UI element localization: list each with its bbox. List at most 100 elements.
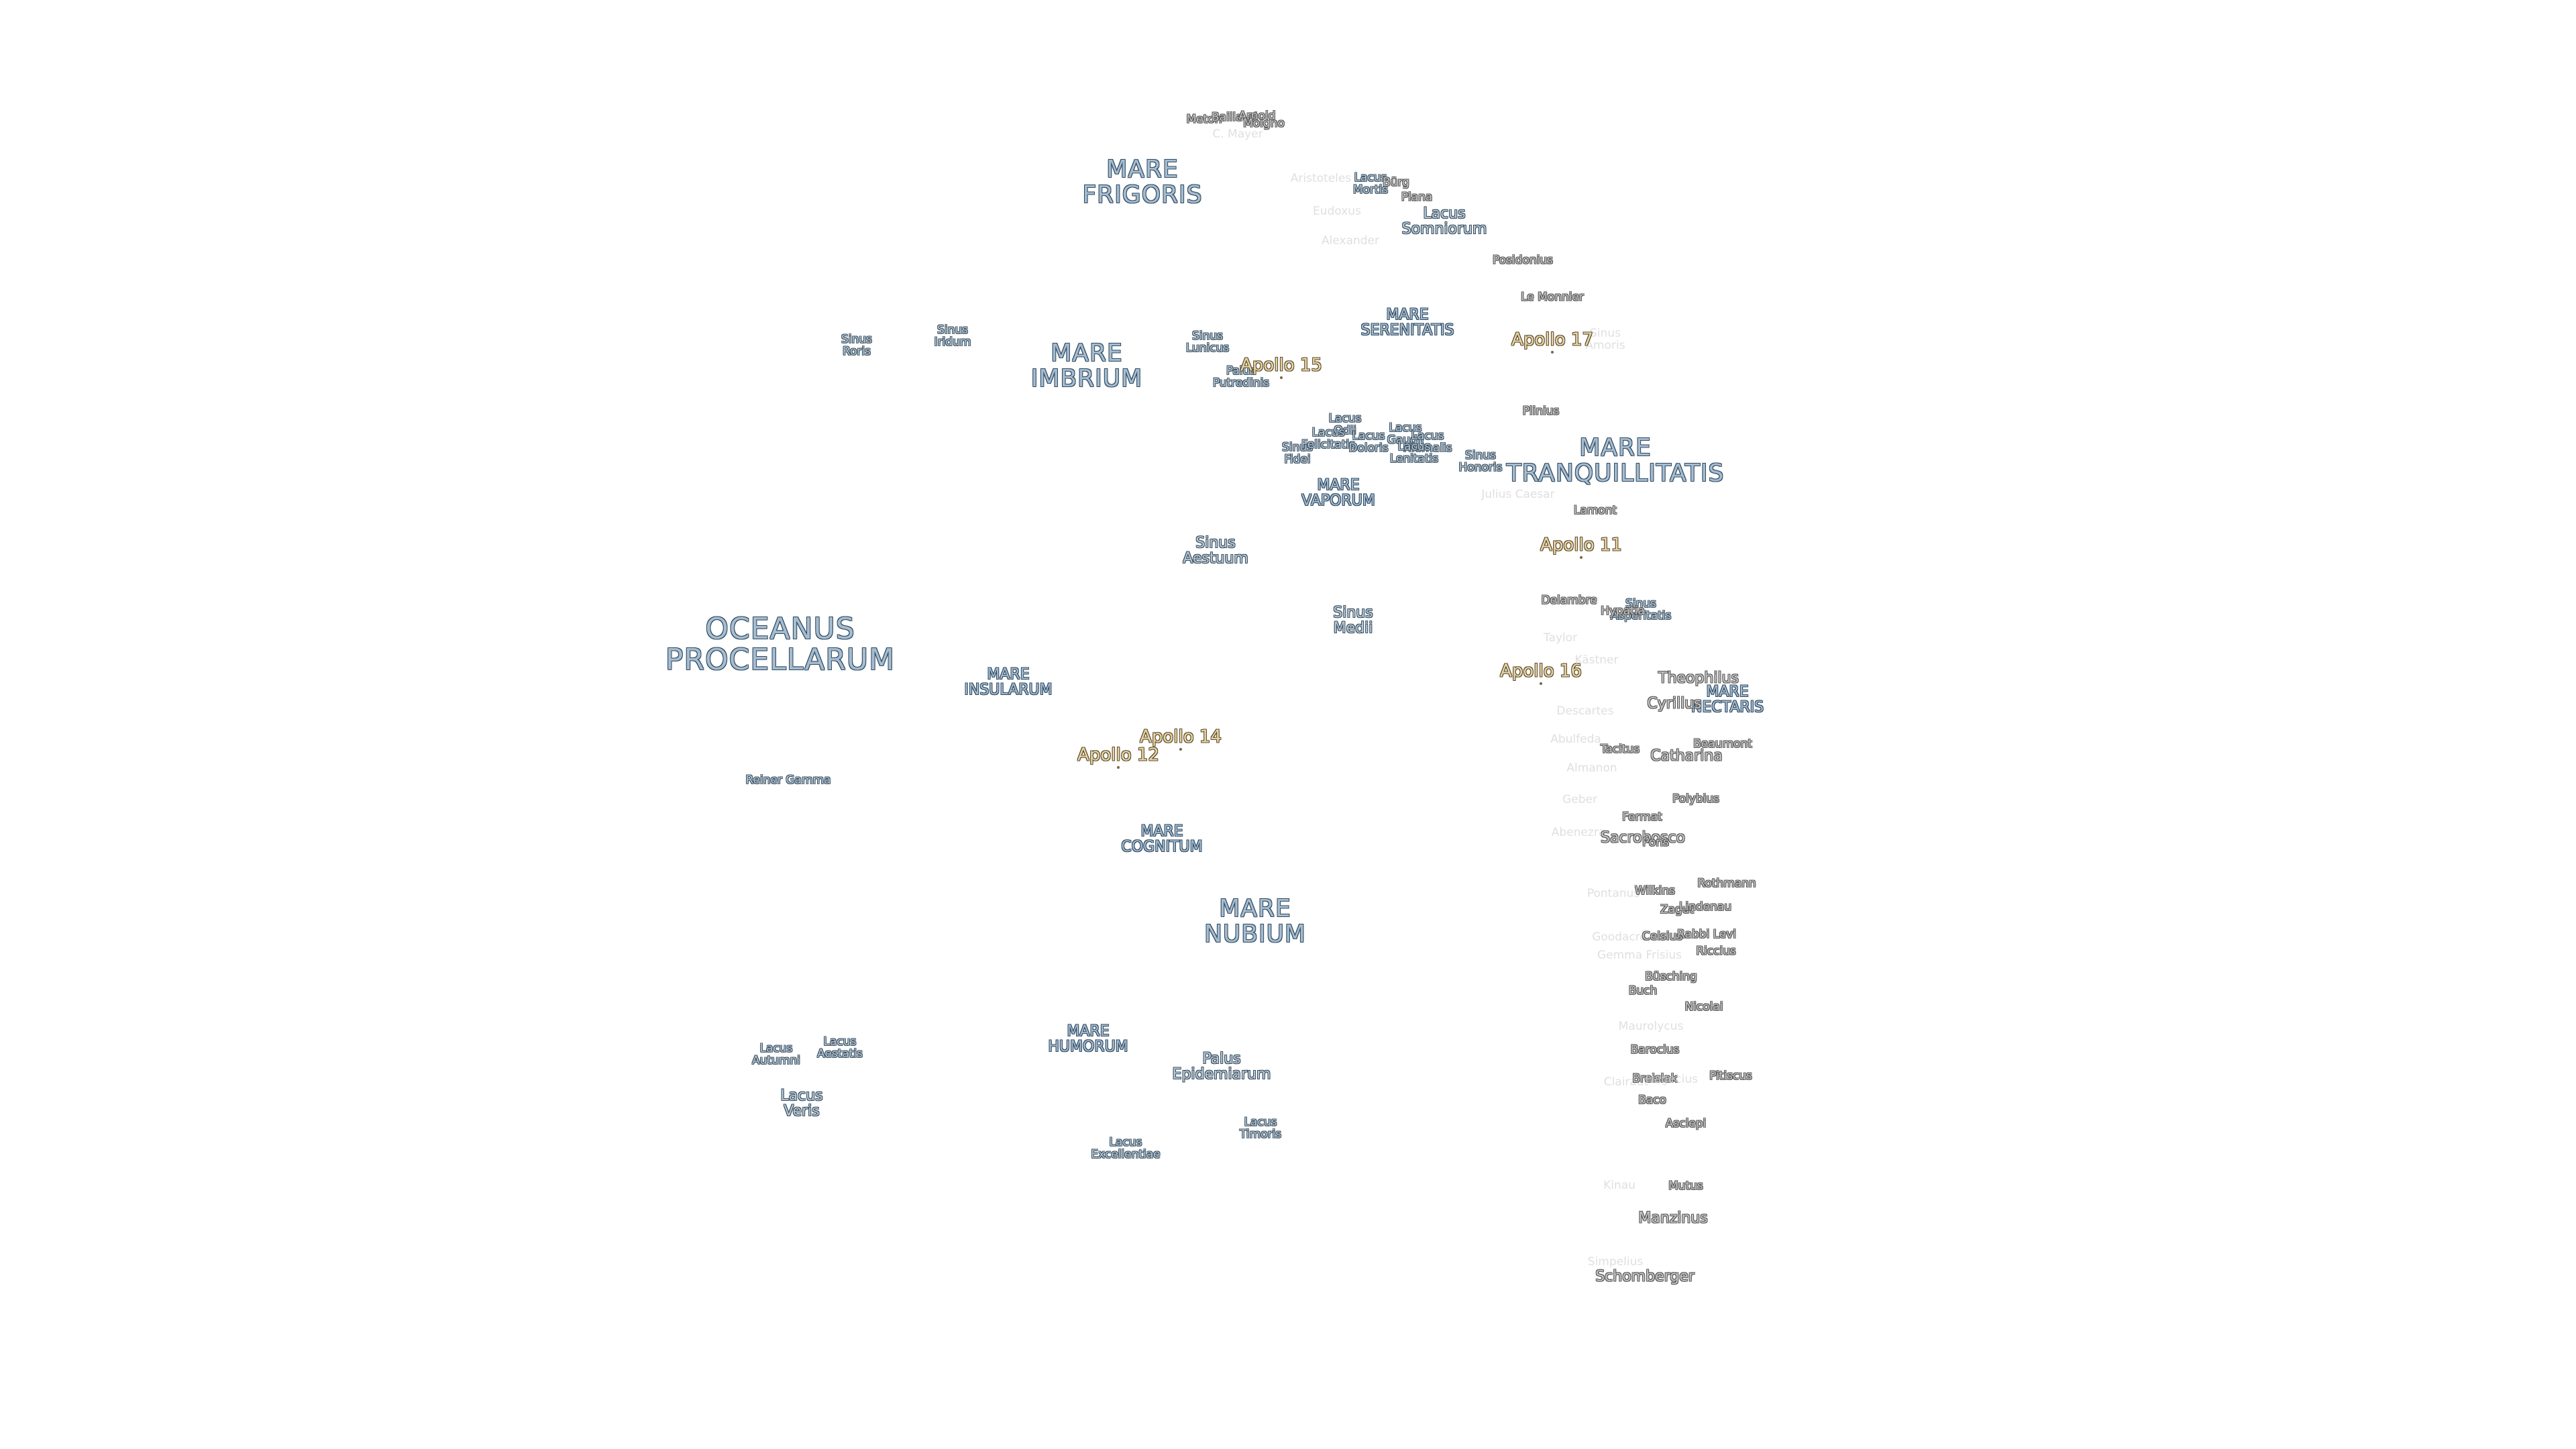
map-label-cyrillus: Cyrillus <box>1647 695 1702 712</box>
map-label-tacitus: Tacitus <box>1600 743 1640 757</box>
landing-site-marker-apollo-11 <box>1580 556 1582 559</box>
map-label-posidonius: Posidonius <box>1493 254 1553 268</box>
map-label-palus-epidemiarum: Palus Epidemiarum <box>1172 1050 1271 1083</box>
map-label-rabbi-levi: Rabbi Levi <box>1677 928 1736 942</box>
map-label-pitiscus: Pitiscus <box>1709 1069 1752 1083</box>
map-label-lacus-hiemalis: Lacus Hiemalis <box>1403 429 1452 455</box>
map-label-palus-putredinis: Palus Putredinis <box>1212 364 1270 390</box>
map-label-lamont: Lamont <box>1573 504 1617 518</box>
map-label-sinus-fidei: Sinus Fidei <box>1282 441 1313 466</box>
map-label-lacus-somniorum: Lacus Somniorum <box>1401 205 1487 237</box>
map-label-apollo-15: Apollo 15 <box>1240 355 1322 376</box>
map-label-baillaud: Baillaud <box>1211 111 1258 125</box>
map-label-lacus-gaudii: Lacus Gaudii <box>1387 421 1424 447</box>
map-label-simpelius: Simpelius <box>1587 1255 1644 1269</box>
map-label-fermat: Fermat <box>1622 810 1662 824</box>
map-label-delambre: Delambre <box>1541 594 1597 608</box>
map-label-busching: Büsching <box>1645 970 1697 984</box>
map-label-julius-caesar: Julius Caesar <box>1481 488 1555 502</box>
map-label-aristoteles: Aristoteles <box>1290 172 1352 186</box>
map-label-mare-cognitum: MARE COGNITUM <box>1121 822 1203 855</box>
landing-site-marker-apollo-15 <box>1280 376 1283 379</box>
map-label-lacus-doloris: Lacus Doloris <box>1348 429 1389 455</box>
map-label-schomberger: Schomberger <box>1595 1268 1695 1285</box>
map-label-sinus-aestuum: Sinus Aestuum <box>1183 534 1248 567</box>
map-label-mare-vaporum: MARE VAPORUM <box>1301 476 1375 509</box>
map-label-arnold: Arnold <box>1238 109 1276 123</box>
map-label-hagecius: Hagecius <box>1645 1073 1699 1087</box>
map-label-gemma-frisius: Gemma Frisius <box>1597 949 1682 963</box>
map-label-apollo-12: Apollo 12 <box>1077 745 1159 765</box>
map-label-lacus-excellentiae: Lacus Excellentiae <box>1091 1136 1161 1161</box>
map-label-manzinus: Manzinus <box>1638 1210 1708 1227</box>
map-label-sinus-lunicus: Sinus Lunicus <box>1185 329 1230 355</box>
map-label-sinus-amoris: Sinus Amoris <box>1585 327 1625 352</box>
map-label-mare-nectaris: MARE NECTARIS <box>1690 683 1764 716</box>
map-label-mare-humorum: MARE HUMORUM <box>1048 1022 1128 1055</box>
map-label-c-mayer: C. Mayer <box>1212 127 1263 142</box>
map-label-descartes: Descartes <box>1556 704 1614 718</box>
map-label-hypatia: Hypatia <box>1601 604 1645 619</box>
map-label-baco: Baco <box>1638 1093 1666 1108</box>
map-label-catharina: Catharina <box>1650 747 1723 765</box>
map-label-mare-serenitatis: MARE SERENITATIS <box>1360 306 1454 339</box>
map-label-apollo-11: Apollo 11 <box>1540 535 1622 555</box>
map-label-mare-imbrium: MARE IMBRIUM <box>1030 339 1143 392</box>
map-label-maurolycus: Maurolycus <box>1618 1020 1684 1034</box>
map-label-asclepi: Asclepi <box>1665 1117 1707 1131</box>
map-label-abenezra: Abenezra <box>1551 826 1606 840</box>
landing-site-marker-apollo-14 <box>1179 748 1182 751</box>
map-label-mare-nubium: MARE NUBIUM <box>1203 895 1307 948</box>
map-label-theophilus: Theophilus <box>1658 669 1739 687</box>
map-label-le-monnier: Le Monnier <box>1521 290 1584 305</box>
map-label-mare-tranquillitatis: MARE TRANQUILLITATIS <box>1506 434 1725 487</box>
map-label-moigno: Moigno <box>1243 117 1285 131</box>
map-label-pontanus: Pontanus <box>1587 887 1640 901</box>
map-label-eudoxus: Eudoxus <box>1313 205 1361 219</box>
map-label-sinus-asperitatis: Sinus Asperitatis <box>1610 597 1672 623</box>
map-label-mutus: Mutus <box>1668 1179 1703 1193</box>
map-label-almanon: Almanon <box>1566 761 1617 775</box>
map-label-riccius: Riccius <box>1696 945 1736 959</box>
map-label-apollo-14: Apollo 14 <box>1140 727 1222 747</box>
map-label-burg: Bürg <box>1383 176 1409 190</box>
map-label-kastner: Kästner <box>1574 653 1619 667</box>
map-label-geber: Geber <box>1562 793 1597 807</box>
map-label-lacus-veris: Lacus Veris <box>780 1087 823 1120</box>
map-label-alexander: Alexander <box>1321 234 1380 248</box>
map-label-mare-insularum: MARE INSULARUM <box>964 665 1053 698</box>
map-label-abulfeda: Abulfeda <box>1550 733 1601 747</box>
landing-site-marker-apollo-17 <box>1551 351 1554 354</box>
map-label-clairaut: Clairaut <box>1603 1075 1649 1089</box>
map-label-lacus-lenitatis: Lacus Lenitatis <box>1389 440 1439 466</box>
map-label-sacrobosco: Sacrobosco <box>1600 829 1686 847</box>
map-label-nicolai: Nicolai <box>1684 1000 1723 1014</box>
map-label-celsius: Celsius <box>1642 930 1683 944</box>
map-label-lacus-mortis: Lacus Mortis <box>1352 171 1389 197</box>
map-label-taylor: Taylor <box>1543 631 1578 645</box>
map-label-sinus-medii: Sinus Medii <box>1333 604 1373 637</box>
map-label-barocius: Barocius <box>1630 1043 1680 1057</box>
landing-site-marker-apollo-16 <box>1540 682 1542 685</box>
map-label-buch: Buch <box>1628 984 1658 998</box>
map-label-mare-frigoris: MARE FRIGORIS <box>1082 156 1203 209</box>
map-label-sinus-honoris: Sinus Honoris <box>1458 449 1503 474</box>
map-label-breislak: Breislak <box>1632 1072 1678 1086</box>
landing-site-marker-apollo-12 <box>1117 766 1120 769</box>
map-label-kinau: Kinau <box>1603 1179 1635 1193</box>
map-label-sinus-roris: Sinus Roris <box>841 333 872 358</box>
map-label-meton: Meton <box>1186 113 1222 127</box>
map-label-lindenau: Lindenau <box>1678 900 1732 914</box>
map-label-oceanus-procellarum: OCEANUS PROCELLARUM <box>665 611 896 677</box>
map-label-apollo-16: Apollo 16 <box>1500 661 1582 682</box>
map-label-lacus-odii: Lacus Odii <box>1328 412 1362 437</box>
map-label-plana: Plana <box>1401 191 1433 205</box>
map-label-lacus-timoris: Lacus Timoris <box>1239 1116 1282 1141</box>
map-label-wilkins: Wilkins <box>1634 884 1676 898</box>
map-label-beaumont: Beaumont <box>1693 737 1752 751</box>
map-label-lacus-aestatis: Lacus Aestatis <box>817 1035 863 1061</box>
map-label-zagut: Zagut <box>1660 903 1695 917</box>
map-label-pons: Pons <box>1642 836 1669 850</box>
map-label-polybius: Polybius <box>1672 792 1719 806</box>
